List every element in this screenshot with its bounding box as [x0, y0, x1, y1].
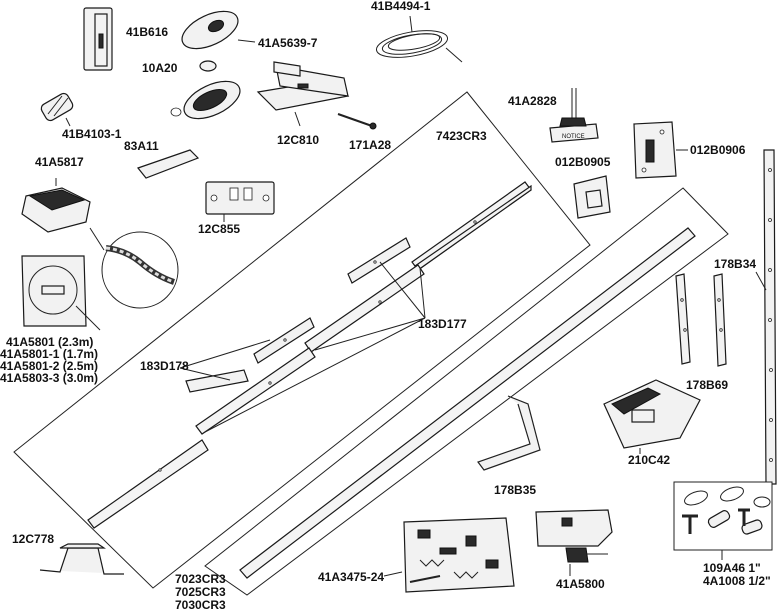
curved-arm-178b35 — [477, 395, 541, 471]
chain-magnifier — [89, 227, 179, 309]
rail-connector-183d178 — [185, 369, 249, 393]
mount-41a5800 — [535, 509, 613, 563]
label-7030cr3: 7030CR3 — [175, 598, 226, 612]
label-4a1008: 4A1008 1/2" — [703, 574, 771, 588]
label-109a46: 109A46 1" — [703, 561, 761, 575]
rail-connector-183d177-a — [347, 237, 411, 284]
label-41a5639: 41A5639-7 — [258, 36, 318, 50]
rail-section-middle-2 — [195, 347, 316, 435]
label-41a5801-2: 41A5801-2 (2.5m) — [0, 359, 98, 373]
label-41a5801: 41A5801 (2.3m) — [6, 335, 93, 349]
label-41a5817: 41A5817 — [35, 155, 84, 169]
leader-183d177 — [204, 261, 426, 433]
label-41a2828: 41A2828 — [508, 94, 557, 108]
label-183d178: 183D178 — [140, 359, 189, 373]
notice-text: NOTICE — [562, 134, 585, 140]
rail-long-a — [239, 227, 696, 579]
notice-tag-41a2828: NOTICE — [549, 88, 599, 143]
label-12c778: 12C778 — [12, 532, 54, 546]
leader-183d178 — [179, 339, 271, 381]
label-41a5801-1: 41A5801-1 (1.7m) — [0, 347, 98, 361]
label-7025cr3: 7025CR3 — [175, 585, 226, 599]
bracket-12c778 — [39, 543, 124, 575]
rail-kit-frame-7023cr3 — [204, 187, 729, 596]
label-178b69: 178B69 — [686, 378, 728, 392]
label-83a11: 83A11 — [124, 139, 159, 153]
label-41b4103: 41B4103-1 — [62, 127, 122, 141]
label-171a28: 171A28 — [349, 138, 391, 152]
leader-41a3475 — [383, 571, 403, 577]
rail-section-middle-1 — [304, 264, 425, 353]
label-sticker-83a11 — [137, 149, 200, 179]
label-12c855: 12C855 — [198, 222, 240, 236]
bracket-012b0905 — [573, 175, 611, 219]
label-41b616: 41B616 — [126, 25, 168, 39]
lens-41b4103 — [40, 92, 74, 122]
pin-clip-box — [673, 481, 773, 551]
label-7423cr3: 7423CR3 — [436, 129, 487, 143]
leader-12c810 — [294, 111, 301, 127]
label-178b34: 178B34 — [714, 257, 756, 271]
label-10a20: 10A20 — [142, 61, 178, 75]
pin-171a28 — [337, 113, 377, 130]
label-41a3475: 41A3475-24 — [318, 570, 384, 584]
label-41a5800: 41A5800 — [556, 577, 605, 591]
label-7023cr3: 7023CR3 — [175, 572, 226, 586]
remote-41a5639 — [170, 10, 241, 120]
label-12c810: 12C810 — [277, 133, 319, 147]
plate-012b0906 — [633, 121, 677, 179]
rail-holes — [158, 220, 477, 472]
label-210c42: 210C42 — [628, 453, 670, 467]
label-012b0905: 012B0905 — [555, 155, 611, 169]
label-183d177: 183D177 — [418, 317, 467, 331]
trolley-210c42 — [603, 379, 701, 449]
hardware-bag-41a3475 — [403, 517, 515, 593]
label-012b0906: 012B0906 — [690, 143, 746, 157]
bracket-12c810 — [256, 61, 350, 111]
wall-button-41b616 — [83, 7, 113, 71]
leader-41b4103 — [65, 117, 71, 127]
leader-178b34 — [755, 271, 767, 291]
bar-178b69 — [675, 273, 727, 367]
rail-kit-frame-7423cr3 — [13, 91, 591, 589]
label-41b4494: 41B4494-1 — [371, 0, 431, 13]
label-178b35: 178B35 — [494, 483, 536, 497]
sprocket-41a5817 — [21, 187, 91, 233]
label-41a5803-3: 41A5803-3 (3.0m) — [0, 371, 98, 385]
rail-section-lower — [87, 439, 209, 529]
chain-package-41a5801 — [21, 255, 101, 331]
wire-41b4494 — [375, 15, 463, 63]
leader-41a5639 — [237, 39, 256, 43]
plate-12c855 — [205, 181, 275, 215]
battery-10a20 — [199, 60, 217, 72]
rail-section-upper — [411, 181, 532, 271]
bar-178b34 — [763, 149, 777, 485]
